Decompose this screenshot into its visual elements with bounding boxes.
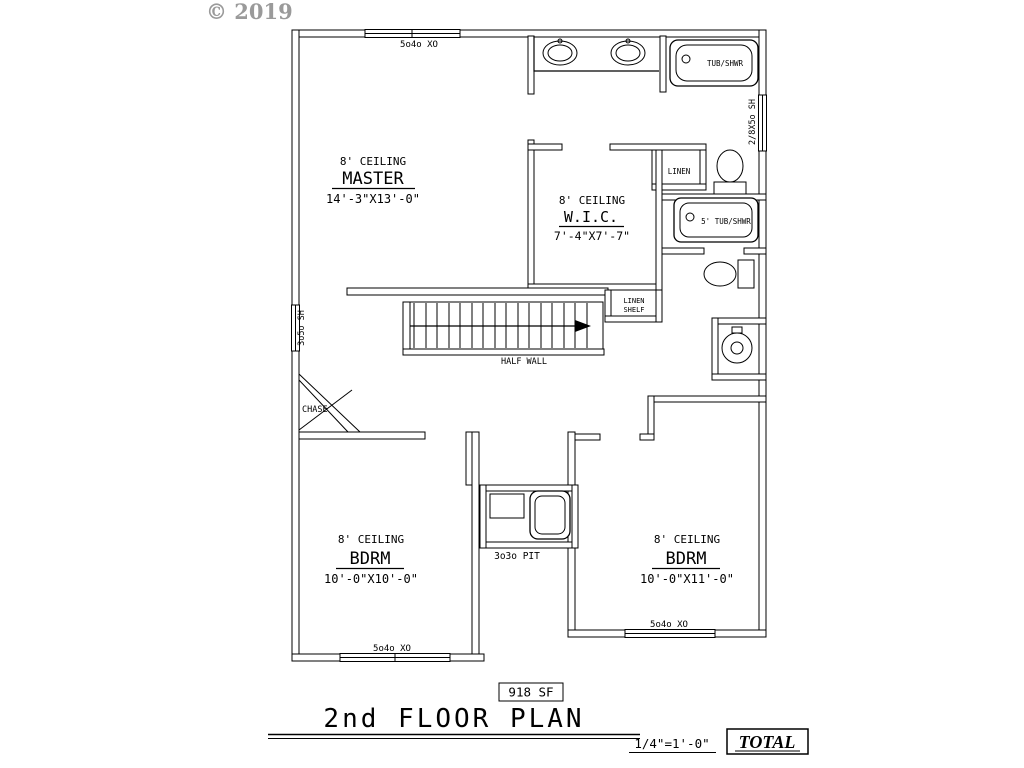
area-label: 918 SF <box>508 685 553 700</box>
wall <box>479 541 579 549</box>
wall <box>346 287 609 296</box>
sink-left <box>542 40 578 66</box>
window-symbols <box>291 29 767 662</box>
wall <box>647 395 767 403</box>
wall <box>298 431 426 440</box>
pit-box <box>489 493 525 519</box>
wall <box>711 373 767 381</box>
wall <box>527 143 563 151</box>
window-left-label: 3o5o SH <box>297 310 307 346</box>
wall <box>527 35 535 95</box>
tub-outline <box>673 197 759 243</box>
wall <box>574 433 601 441</box>
staircase: HALF WALL <box>402 301 605 367</box>
window-bottom-left-label: 5o4o XO <box>373 644 411 654</box>
stair-left-wall <box>402 301 411 350</box>
pit-window-inner <box>534 495 566 535</box>
title-block: 918 SF 2nd FLOOR PLAN 1/4"=1'-0" TOTAL <box>268 682 809 755</box>
stair-direction-arrow <box>575 320 591 332</box>
wall <box>655 149 663 291</box>
linen-label: LINEN <box>668 167 691 176</box>
window-bottom-right-label: 5o4o XO <box>650 620 688 630</box>
tub-outline <box>669 39 759 87</box>
bdrm-left-name-label: BDRM <box>350 549 391 569</box>
wall <box>471 431 480 655</box>
wall <box>743 247 767 255</box>
bdrm-right-labels: 8' CEILING BDRM 10'-0"X11'-0" <box>640 533 734 586</box>
wall <box>659 35 667 93</box>
walls-interior <box>298 35 767 655</box>
wall <box>479 484 487 549</box>
wic-ceiling-label: 8' CEILING <box>559 194 625 207</box>
wic-name-label: W.I.C. <box>564 208 618 226</box>
vanity-double-sink <box>533 36 659 72</box>
toilet-bowl-icon <box>703 261 737 287</box>
toilet-right <box>703 259 755 289</box>
sink-faucet-icon <box>731 326 743 334</box>
master-name-label: MASTER <box>342 169 404 189</box>
linen-shelf-label-1: LINEN <box>623 297 644 305</box>
window-right-label: 2/8X5o SH <box>748 99 758 145</box>
window-top-label: 5o4o XO <box>400 40 438 50</box>
total-label: TOTAL <box>739 732 796 752</box>
toilet-top <box>713 149 747 195</box>
faucet-right-icon <box>625 38 631 44</box>
bdrm-right-name-label: BDRM <box>666 549 707 569</box>
wall <box>639 433 655 441</box>
wall <box>479 484 579 492</box>
wic-room-labels: 8' CEILING W.I.C. 7'-4"X7'-7" <box>554 194 630 243</box>
toilet-bowl-icon <box>716 149 744 183</box>
half-wall-label: HALF WALL <box>501 357 547 367</box>
toilet-tank-icon <box>737 259 755 289</box>
plan-title: 2nd FLOOR PLAN <box>323 704 584 734</box>
bdrm-right-ceiling-label: 8' CEILING <box>654 533 720 546</box>
tub-shower-top: TUB/SHWR <box>669 39 759 87</box>
tub-top-label: TUB/SHWR <box>707 59 744 68</box>
pit-shaft: 3o3o PIT <box>489 490 571 562</box>
wall <box>711 317 719 381</box>
chase: CHASE <box>298 372 362 433</box>
scale-label: 1/4"=1'-0" <box>634 736 709 751</box>
pit-window-outer <box>529 490 571 540</box>
linen-shelf-label-2: SHELF <box>623 306 644 314</box>
wall <box>661 247 705 255</box>
wall <box>651 183 707 191</box>
master-ceiling-label: 8' CEILING <box>340 155 406 168</box>
wall <box>527 149 535 285</box>
window-labels: 5o4o XO 5o4o XO 5o4o XO 2/8X5o SH 3o5o S… <box>297 40 758 654</box>
wall <box>711 317 767 325</box>
total-box <box>726 728 809 755</box>
pedestal-sink <box>721 326 753 364</box>
vanity-counter <box>533 36 659 72</box>
bdrm-left-ceiling-label: 8' CEILING <box>338 533 404 546</box>
faucet-left-icon <box>557 38 563 44</box>
bdrm-right-dims-label: 10'-0"X11'-0" <box>640 572 734 586</box>
copyright-watermark: © 2019 <box>206 0 293 24</box>
tub-right-label: 5' TUB/SHWR <box>701 217 751 226</box>
tub-drain-icon <box>681 54 691 64</box>
wic-dims-label: 7'-4"X7'-7" <box>554 229 630 243</box>
wall <box>604 315 663 323</box>
linen-shelf: LINEN SHELF <box>623 297 644 314</box>
master-room-labels: 8' CEILING MASTER 14'-3"X13'-0" <box>326 155 420 206</box>
sink-right <box>610 40 646 66</box>
pit-label: 3o3o PIT <box>494 551 540 562</box>
wall <box>647 395 655 441</box>
area-box <box>498 682 564 702</box>
tub-shower-right: 5' TUB/SHWR <box>673 197 759 243</box>
tub-drain-icon <box>685 212 695 222</box>
wall <box>655 289 663 323</box>
bdrm-left-labels: 8' CEILING BDRM 10'-0"X10'-0" <box>324 533 418 586</box>
half-wall <box>402 348 605 356</box>
chase-outline <box>298 372 362 433</box>
toilet-tank-icon <box>713 181 747 195</box>
wall <box>571 484 579 549</box>
master-dims-label: 14'-3"X13'-0" <box>326 192 420 206</box>
wall <box>609 143 707 151</box>
bdrm-left-dims-label: 10'-0"X10'-0" <box>324 572 418 586</box>
sink-bowl-icon <box>721 332 753 364</box>
chase-label: CHASE <box>302 405 328 415</box>
